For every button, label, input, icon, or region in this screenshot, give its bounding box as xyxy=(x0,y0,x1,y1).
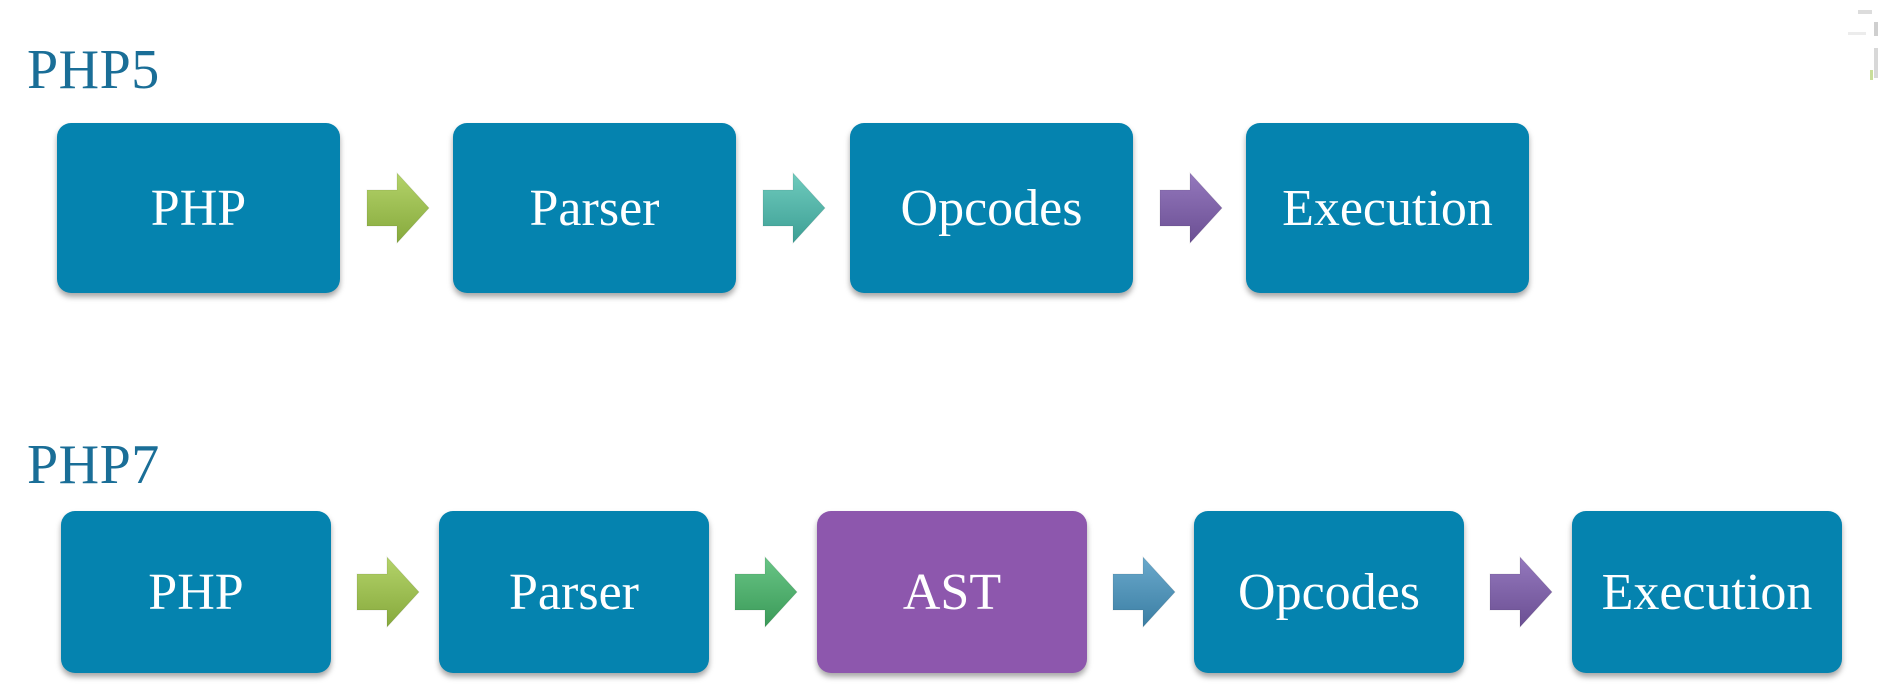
php7-box-opcodes: Opcodes xyxy=(1194,511,1464,673)
php5-box-opcodes-label: Opcodes xyxy=(900,179,1083,237)
php5-box-execution: Execution xyxy=(1246,123,1529,293)
section-title-php5: PHP5 xyxy=(27,39,160,101)
php7-box-ast: AST xyxy=(817,511,1087,673)
right-arrow-icon xyxy=(1159,171,1223,245)
php7-arrow-1 xyxy=(356,555,420,629)
php7-box-opcodes-label: Opcodes xyxy=(1238,563,1420,621)
right-arrow-icon xyxy=(1112,555,1176,629)
php5-box-parser: Parser xyxy=(453,123,736,293)
php7-box-parser-label: Parser xyxy=(509,563,639,621)
php7-box-ast-label: AST xyxy=(902,563,1002,621)
right-arrow-icon xyxy=(762,171,826,245)
php5-box-php: PHP xyxy=(57,123,340,293)
php5-arrow-2 xyxy=(762,171,826,245)
php7-box-parser: Parser xyxy=(439,511,709,673)
right-arrow-icon xyxy=(734,555,798,629)
php5-box-execution-label: Execution xyxy=(1282,179,1493,237)
php7-box-php: PHP xyxy=(61,511,331,673)
php5-box-php-label: PHP xyxy=(150,179,247,237)
php7-box-php-label: PHP xyxy=(148,563,244,621)
php5-arrow-1 xyxy=(366,171,430,245)
corner-decoration xyxy=(1728,0,1878,110)
php5-arrow-3 xyxy=(1159,171,1223,245)
decorative-marks-icon xyxy=(1848,10,1878,80)
right-arrow-icon xyxy=(356,555,420,629)
php7-arrow-2 xyxy=(734,555,798,629)
php7-box-execution-label: Execution xyxy=(1601,563,1813,621)
right-arrow-icon xyxy=(1489,555,1553,629)
php5-box-parser-label: Parser xyxy=(529,179,660,237)
php7-arrow-4 xyxy=(1489,555,1553,629)
php7-arrow-3 xyxy=(1112,555,1176,629)
right-arrow-icon xyxy=(366,171,430,245)
section-title-php7: PHP7 xyxy=(27,434,160,496)
php5-box-opcodes: Opcodes xyxy=(850,123,1133,293)
php7-box-execution: Execution xyxy=(1572,511,1842,673)
